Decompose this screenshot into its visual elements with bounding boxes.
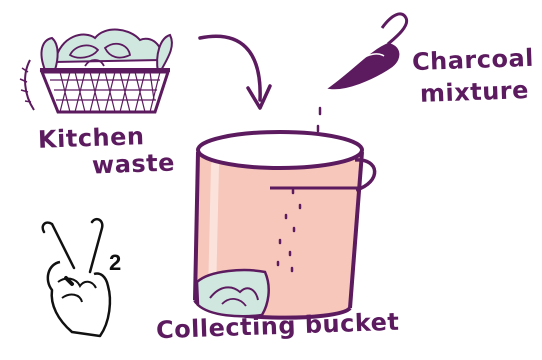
step-number: 2 (109, 250, 121, 276)
charcoal-label-line2: mixture (420, 76, 530, 108)
arrow-down-icon (200, 36, 270, 108)
charcoal-label-line1: Charcoal (412, 44, 535, 76)
kitchen-waste-label-line1: Kitchen (38, 122, 145, 154)
basket-icon (20, 30, 172, 112)
peace-hand-icon (43, 219, 110, 336)
bucket-icon (195, 132, 375, 318)
kitchen-waste-label-line2: waste (92, 149, 176, 180)
